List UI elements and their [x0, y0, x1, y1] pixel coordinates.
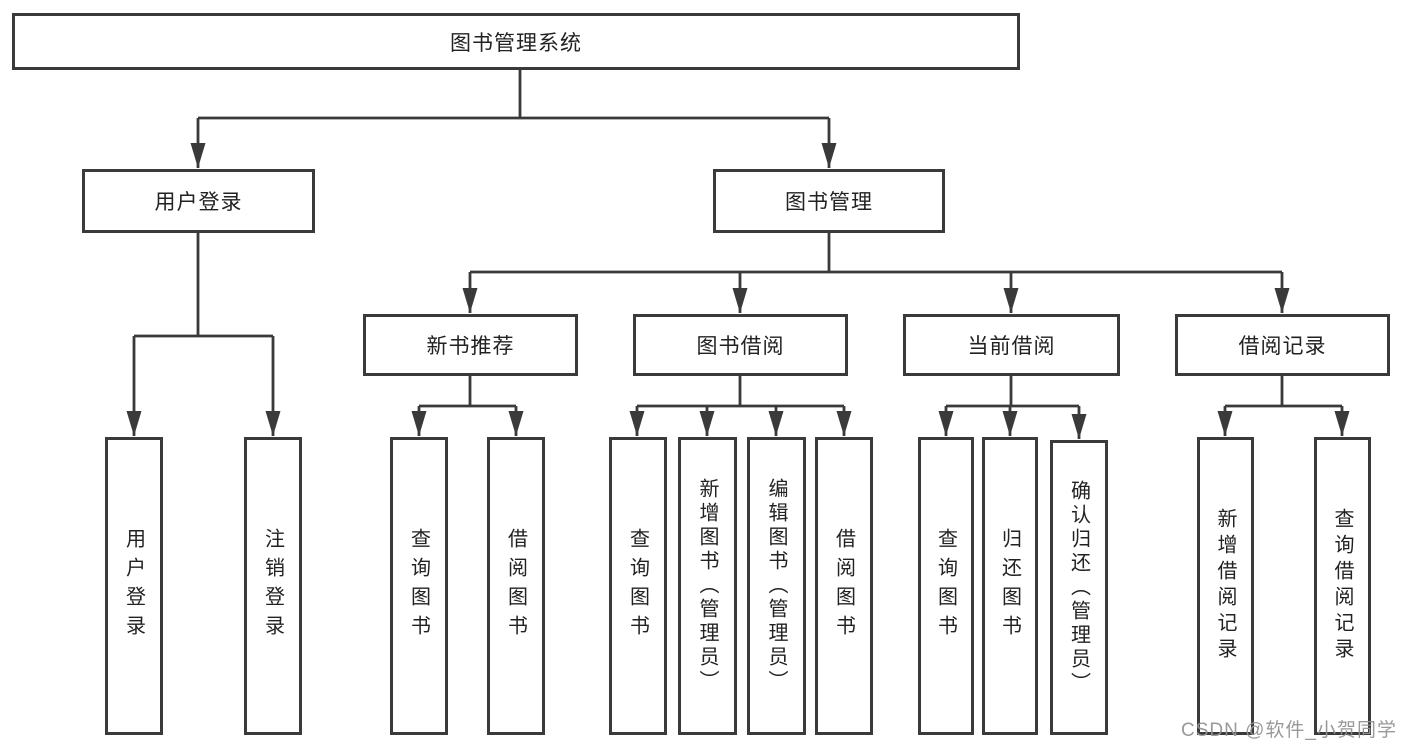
- node-library-management-system-label: 图书管理系统: [450, 31, 582, 55]
- leaf-return-books: 归还图书: [982, 437, 1038, 735]
- leaf-query-borrow-record-label: 查询借阅记录: [1331, 508, 1353, 664]
- leaf-query-books-recommend: 查询图书: [390, 437, 448, 735]
- leaf-borrow-books-recommend: 借阅图书: [487, 437, 545, 735]
- leaf-add-borrow-record: 新增借阅记录: [1197, 437, 1254, 735]
- leaf-add-books-admin-label: 新增图书（管理员）: [696, 478, 718, 694]
- leaf-edit-books-admin-label: 编辑图书（管理员）: [765, 478, 787, 694]
- connector-user-login-to-leaves: [126, 233, 281, 436]
- node-current-borrowing: 当前借阅: [903, 314, 1120, 376]
- leaf-query-books-label: 查询图书: [626, 528, 649, 644]
- connector-book-management-to-sections: [462, 233, 1290, 313]
- node-book-borrowing-label: 图书借阅: [696, 335, 785, 358]
- leaf-add-borrow-record-label: 新增借阅记录: [1214, 508, 1236, 664]
- leaf-query-books: 查询图书: [609, 437, 667, 735]
- node-borrowing-records: 借阅记录: [1175, 314, 1390, 376]
- node-user-login-label: 用户登录: [154, 191, 243, 214]
- connector-new-book-recommendation: [411, 376, 524, 436]
- node-book-management-label: 图书管理: [785, 191, 873, 214]
- leaf-borrow-books: 借阅图书: [815, 437, 873, 735]
- node-current-borrowing-label: 当前借阅: [967, 335, 1056, 358]
- node-new-book-recommendation-label: 新书推荐: [426, 335, 515, 358]
- leaf-confirm-return-admin: 确认归还（管理员）: [1050, 440, 1108, 735]
- leaf-user-login: 用户登录: [105, 437, 163, 735]
- leaf-edit-books-admin: 编辑图书（管理员）: [747, 437, 806, 735]
- leaf-confirm-return-admin-label: 确认归还（管理员）: [1067, 479, 1090, 696]
- leaf-query-books-current-label: 查询图书: [934, 528, 957, 644]
- leaf-logout-label: 注销登录: [261, 528, 284, 644]
- leaf-return-books-label: 归还图书: [998, 528, 1021, 644]
- leaf-query-books-recommend-label: 查询图书: [407, 528, 430, 644]
- node-book-borrowing: 图书借阅: [633, 314, 848, 376]
- leaf-add-books-admin: 新增图书（管理员）: [678, 437, 737, 735]
- leaf-query-books-current: 查询图书: [918, 437, 974, 735]
- leaf-borrow-books-recommend-label: 借阅图书: [504, 528, 527, 644]
- watermark: CSDN @软件_小贺同学: [1181, 720, 1397, 741]
- leaf-borrow-books-label: 借阅图书: [832, 528, 855, 644]
- node-user-login: 用户登录: [82, 169, 315, 233]
- node-borrowing-records-label: 借阅记录: [1238, 335, 1327, 358]
- leaf-query-borrow-record: 查询借阅记录: [1314, 437, 1371, 735]
- connector-borrowing-records: [1217, 376, 1350, 436]
- leaf-user-login-label: 用户登录: [122, 528, 145, 644]
- connector-current-borrowing: [938, 376, 1087, 439]
- node-book-management: 图书管理: [713, 169, 945, 233]
- connector-root-to-level2: [190, 70, 837, 168]
- node-new-book-recommendation: 新书推荐: [363, 314, 578, 376]
- node-library-management-system: 图书管理系统: [12, 13, 1020, 70]
- connector-book-borrowing: [629, 376, 852, 436]
- leaf-logout: 注销登录: [244, 437, 302, 735]
